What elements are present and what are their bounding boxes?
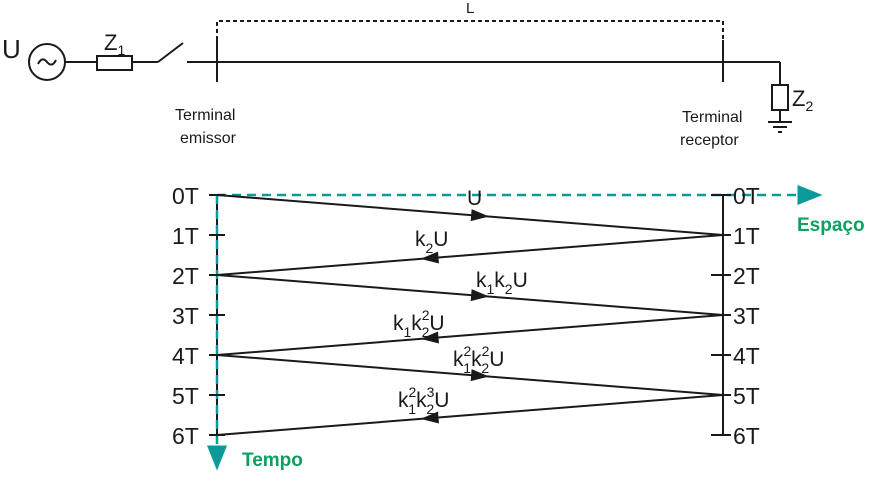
wave-label-text: U [429, 312, 444, 335]
wave-label-subscript: 2 [481, 360, 489, 376]
wave-label-text: k [476, 269, 487, 292]
reflected-wave-line [216, 274, 724, 316]
wave-label: k1k2U [476, 269, 528, 297]
wave-direction-arrow-icon [470, 369, 490, 382]
wave-label-text: U [489, 348, 504, 371]
wave-label-subscript: 1 [487, 281, 495, 297]
time-tick-label-right: 5T [733, 383, 760, 409]
time-tick-label-right: 4T [733, 343, 760, 369]
length-label: L [466, 0, 474, 17]
wave-label-superscript: 3 [427, 384, 435, 400]
space-axis-label: Espaço [797, 215, 865, 236]
impedance-z1-icon [96, 55, 133, 71]
wave-label-superscript: 2 [422, 307, 430, 323]
lattice: Espaço Tempo 0T 0T 1T 1T 2T 2T 3T 3T 4T 4T 5T 5T 6T 6… [172, 183, 865, 471]
wave-label-superscript: 2 [482, 343, 490, 359]
time-tick-label-left: 5T [172, 383, 199, 409]
wave-label-text: U [513, 269, 528, 292]
wave-label-text: k [415, 228, 426, 251]
z1-label: Z1 [104, 30, 125, 58]
reflected-wave-line [216, 234, 724, 276]
source-label: U [2, 34, 21, 64]
wave-label: k2U [415, 228, 448, 256]
wave-label-subscript: 1 [408, 401, 416, 417]
emitter-label: Terminal emissor [175, 107, 240, 147]
time-tick-label-right: 1T [733, 223, 760, 249]
wave-label-subscript: 2 [422, 324, 430, 340]
time-tick-label-left: 4T [172, 343, 199, 369]
time-tick-label-left: 0T [172, 183, 199, 209]
wave-label-text: U [433, 228, 448, 251]
wave-direction-arrow-icon [420, 411, 439, 424]
ground-icon [768, 110, 792, 133]
time-axis-label: Tempo [242, 450, 303, 471]
wave-label-text: k [393, 312, 404, 335]
length-dimension [216, 20, 724, 40]
time-tick-label-right: 2T [733, 263, 760, 289]
wave-label-text: k [411, 312, 422, 335]
wave-label-subscript: 2 [426, 401, 434, 417]
impedance-z2-icon [771, 84, 789, 111]
sine-icon [37, 58, 57, 66]
z2-label: Z2 [792, 86, 813, 114]
wave-direction-arrow-icon [470, 209, 490, 222]
wave-direction-arrow-icon [420, 331, 439, 344]
reflected-wave-line [216, 394, 724, 436]
switch-icon [157, 42, 184, 63]
time-tick-label-left: 1T [172, 223, 199, 249]
reflected-wave-line [216, 354, 724, 396]
wave-label-subscript: 2 [426, 240, 434, 256]
wave-label-text: k [416, 389, 427, 412]
time-tick-label-right: 0T [733, 183, 760, 209]
wave-direction-arrow-icon [420, 251, 439, 264]
reflected-wave-line [216, 314, 724, 356]
wave-label-text: k [453, 348, 464, 371]
time-tick-label-right: 3T [733, 303, 760, 329]
circuit: U Z1 L Z2 Terminal emissor Terminal rece… [2, 0, 813, 149]
wave-label-subscript: 2 [505, 281, 513, 297]
time-tick-label-left: 3T [172, 303, 199, 329]
wave-label: U [467, 187, 482, 210]
time-tick-label-left: 2T [172, 263, 199, 289]
receiver-label: Terminal receptor [680, 109, 747, 149]
wave-label-subscript: 1 [404, 324, 412, 340]
wave-label-superscript: 2 [409, 384, 417, 400]
wave-label-text: k [471, 348, 482, 371]
wave-label-text: k [494, 269, 505, 292]
reflected-wave-line [216, 194, 724, 236]
wave-label-subscript: 1 [463, 360, 471, 376]
time-tick-label-left: 6T [172, 423, 199, 449]
wave-label-text: k [398, 389, 409, 412]
wave-direction-arrow-icon [470, 289, 490, 302]
time-tick-label-right: 6T [733, 423, 760, 449]
wave-label-superscript: 2 [464, 343, 472, 359]
wave-label-text: U [467, 187, 482, 210]
wave-label-text: U [434, 389, 449, 412]
